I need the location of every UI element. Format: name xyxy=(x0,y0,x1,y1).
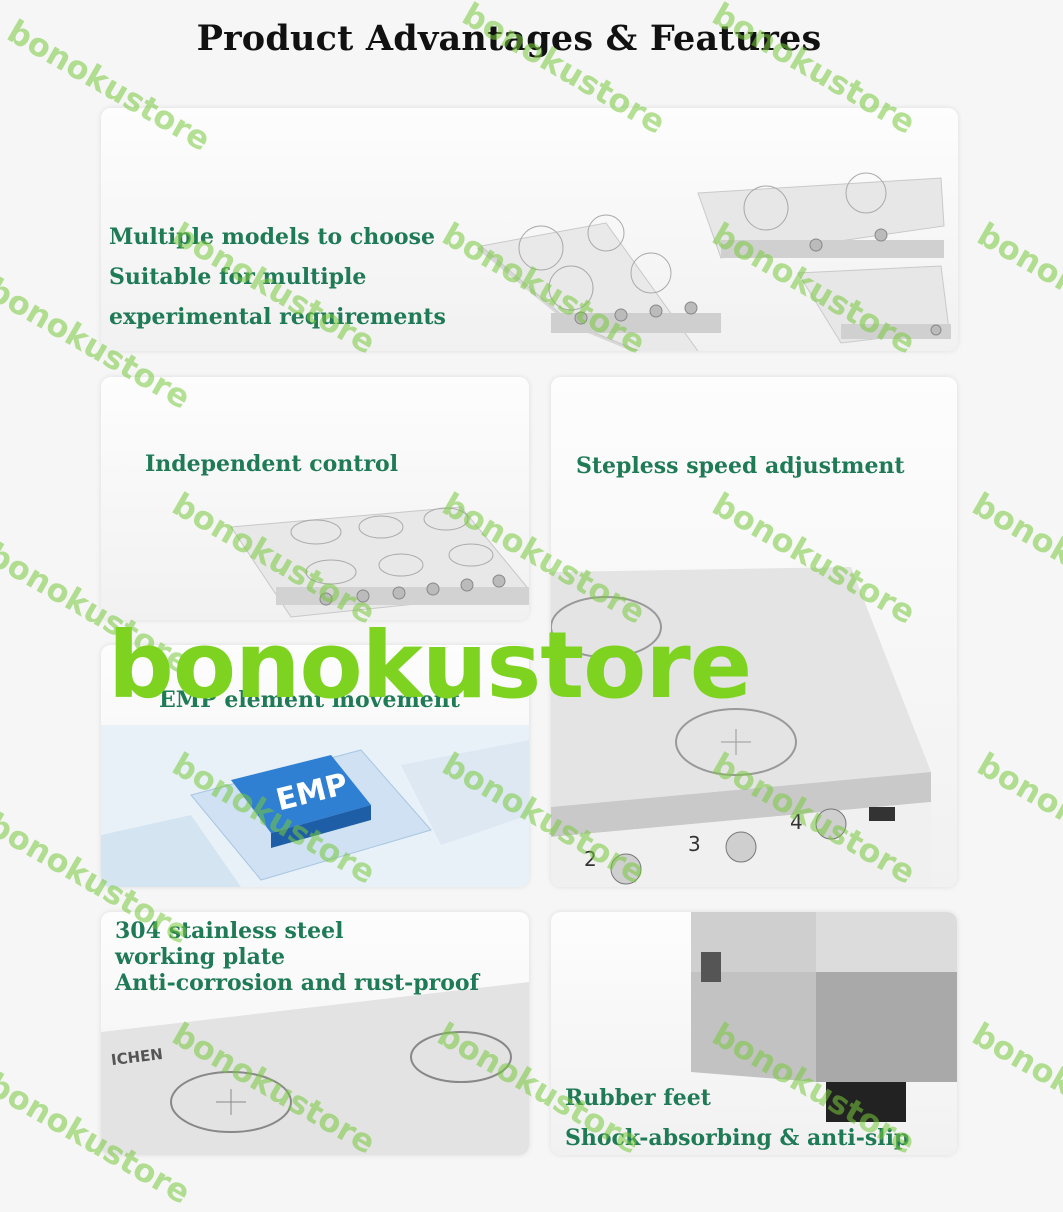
watermark: bonokustore xyxy=(966,1015,1063,1162)
steel-plate-closeup-image xyxy=(101,982,529,1155)
watermark: bonokustore xyxy=(971,215,1063,362)
plate-closeup-image xyxy=(551,567,931,887)
feet-line-1: Rubber feet xyxy=(565,1085,711,1111)
steel-line-2: working plate xyxy=(115,944,285,970)
brand-label: ICHEN xyxy=(110,1044,164,1070)
knob-number-2: 2 xyxy=(584,847,597,871)
hotplates-image xyxy=(476,172,951,351)
large-watermark: bonokustore xyxy=(108,612,752,719)
models-panel: Multiple models to choose Suitable for m… xyxy=(101,108,958,351)
emp-chip-image xyxy=(101,725,529,887)
stainless-steel-panel: ICHEN 304 stainless steel working plate … xyxy=(101,912,529,1155)
models-line-3: experimental requirements xyxy=(109,304,446,330)
emp-panel: EMP EMP element movement xyxy=(101,645,529,887)
knob-number-4: 4 xyxy=(790,810,803,834)
watermark: bonokustore xyxy=(971,745,1063,892)
rubber-foot-image xyxy=(691,912,957,1122)
steel-line-1: 304 stainless steel xyxy=(115,918,344,944)
models-line-1: Multiple models to choose xyxy=(109,224,435,250)
stepless-speed-label: Stepless speed adjustment xyxy=(576,453,905,479)
watermark: bonokustore xyxy=(966,485,1063,632)
six-position-plate-image xyxy=(230,506,529,618)
rubber-feet-panel: Rubber feet Shock-absorbing & anti-slip xyxy=(551,912,957,1155)
knob-number-3: 3 xyxy=(688,832,701,856)
feet-line-2: Shock-absorbing & anti-slip xyxy=(565,1125,910,1151)
steel-line-3: Anti-corrosion and rust-proof xyxy=(115,970,480,996)
models-line-2: Suitable for multiple xyxy=(109,264,367,290)
independent-control-label: Independent control xyxy=(145,451,399,477)
stepless-speed-panel: 2 3 4 Stepless speed adjustment xyxy=(551,377,957,887)
independent-control-panel: Independent control xyxy=(101,377,529,620)
emp-label: EMP element movement xyxy=(159,687,460,713)
page-title: Product Advantages & Features xyxy=(196,18,822,59)
